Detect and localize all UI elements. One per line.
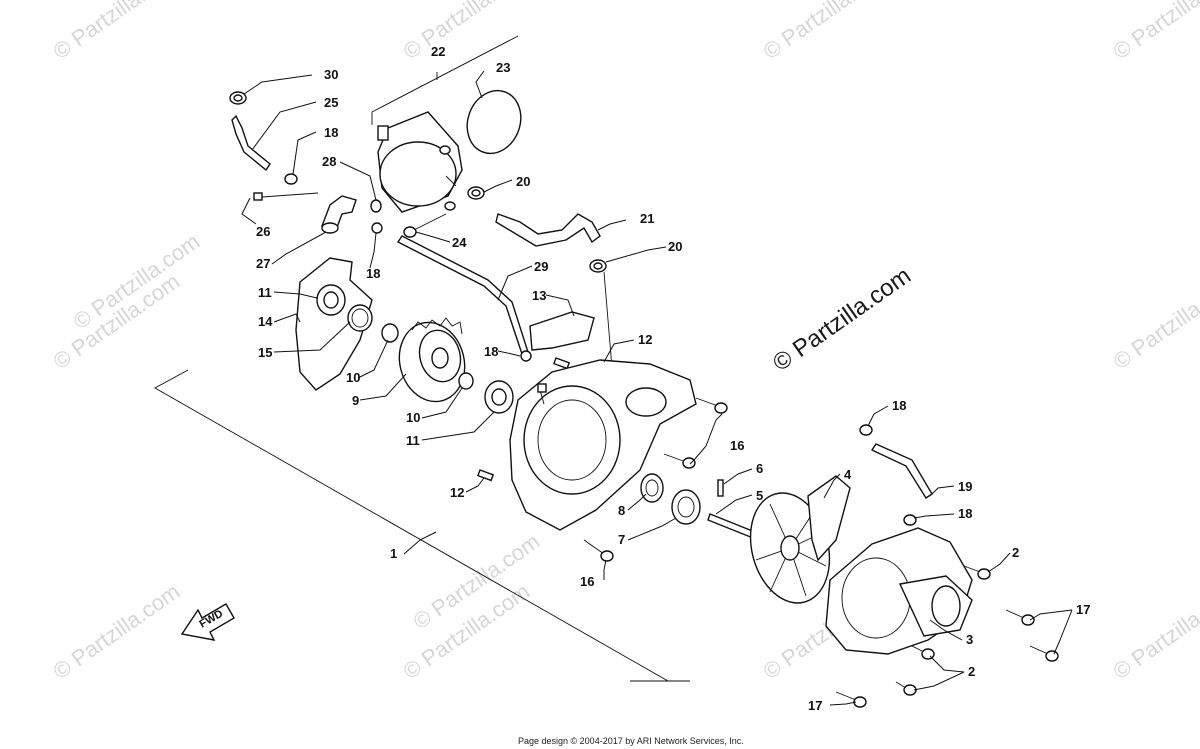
callout-18: 18	[958, 506, 972, 521]
seal-7	[671, 489, 701, 525]
circlip-15	[347, 304, 373, 332]
watermark: © Partzilla.com	[399, 0, 535, 64]
callout-20: 20	[668, 239, 682, 254]
callout-8: 8	[618, 503, 625, 518]
callout-18: 18	[484, 344, 498, 359]
ring-18-right-top	[859, 424, 873, 436]
callout-25: 25	[324, 95, 338, 110]
bolt-17-a	[1005, 609, 1035, 626]
hose-19	[870, 443, 933, 499]
gasket-13	[529, 311, 595, 351]
callout-22: 22	[431, 44, 445, 59]
bolt-16-b	[663, 453, 696, 469]
bolt-17-b	[1029, 645, 1059, 662]
hose-21	[495, 213, 601, 247]
callout-30: 30	[324, 67, 338, 82]
o-ring-28	[370, 199, 382, 213]
callout-21: 21	[640, 211, 654, 226]
callout-23: 23	[496, 60, 510, 75]
screw-26	[253, 192, 319, 201]
callout-5: 5	[756, 488, 763, 503]
bolt-2-a	[963, 565, 991, 580]
callout-17: 17	[1076, 602, 1090, 617]
callout-11: 11	[406, 433, 420, 448]
bolt-24	[403, 213, 447, 238]
callout-26: 26	[256, 224, 270, 239]
callout-16: 16	[730, 438, 744, 453]
dowel-12-lower	[477, 469, 495, 482]
callout-3: 3	[966, 632, 973, 647]
fwd-arrow: FWD	[180, 603, 235, 641]
callout-10: 10	[346, 370, 360, 385]
callout-19: 19	[958, 479, 972, 494]
callout-20: 20	[516, 174, 530, 189]
clamp-20-top	[467, 186, 485, 200]
callout-18: 18	[366, 266, 380, 281]
ring-18-right-lower	[903, 514, 917, 526]
leader-lines	[241, 70, 1073, 706]
impeller-4	[749, 475, 851, 604]
hose-clamp-30	[229, 91, 247, 105]
watermark: © Partzilla.com	[49, 0, 185, 64]
bolt-2-c	[895, 681, 917, 696]
watermark: © Partzilla.com	[759, 0, 895, 64]
watermark: © Partzilla.com	[49, 579, 185, 685]
gear-9	[398, 317, 466, 403]
callout-18: 18	[324, 125, 338, 140]
callout-2: 2	[968, 664, 975, 679]
dowel-12-top	[553, 357, 571, 370]
callout-29: 29	[534, 259, 548, 274]
callout-18: 18	[892, 398, 906, 413]
pump-housing	[509, 359, 697, 531]
seal-8	[640, 473, 664, 503]
callout-1: 1	[390, 546, 397, 561]
callout-24: 24	[452, 235, 467, 250]
watermark: © Partzilla.com	[1109, 269, 1200, 375]
watermark-large: © Partzilla.com	[768, 262, 916, 377]
watermark: © Partzilla.com	[1109, 579, 1200, 685]
callout-4: 4	[844, 467, 852, 482]
ring-18-top	[284, 173, 298, 185]
bracket-22	[371, 35, 519, 125]
ring-18-mid	[371, 222, 383, 234]
bolt-16-a	[695, 397, 728, 414]
assembly-bracket	[154, 369, 690, 682]
elbow-fitting-27	[321, 195, 357, 234]
callout-16: 16	[580, 574, 594, 589]
callout-14: 14	[258, 314, 273, 329]
callout-layer: 30 25 18 28 26 27 18 22 23 20 24 21 20 2…	[256, 44, 1090, 713]
cover-14	[295, 257, 373, 391]
callout-12: 12	[450, 485, 464, 500]
washer-10-right	[458, 372, 474, 390]
ring-18-housing	[520, 350, 532, 362]
callout-12: 12	[638, 332, 652, 347]
callout-6: 6	[756, 461, 763, 476]
pump-cover-3	[825, 527, 973, 655]
copyright-footer: Page design © 2004-2017 by ARI Network S…	[518, 736, 744, 746]
bearing-11-left	[316, 284, 346, 316]
watermark: © Partzilla.com	[1109, 0, 1200, 64]
hose-25	[231, 114, 271, 172]
callout-11: 11	[258, 285, 272, 300]
callout-9: 9	[352, 393, 359, 408]
reservoir-tank-22	[377, 111, 463, 213]
callout-7: 7	[618, 532, 625, 547]
callout-27: 27	[256, 256, 270, 271]
callout-15: 15	[258, 345, 272, 360]
clamp-20-right	[589, 259, 613, 369]
washer-10-left	[381, 323, 399, 343]
bolt-16-c	[583, 539, 614, 562]
gasket-23	[466, 89, 522, 155]
bearing-11-right	[484, 380, 514, 414]
pin-6	[717, 479, 724, 497]
callout-17: 17	[808, 698, 822, 713]
callout-13: 13	[532, 288, 546, 303]
callout-2: 2	[1012, 545, 1019, 560]
callout-10: 10	[406, 410, 420, 425]
callout-28: 28	[322, 154, 336, 169]
